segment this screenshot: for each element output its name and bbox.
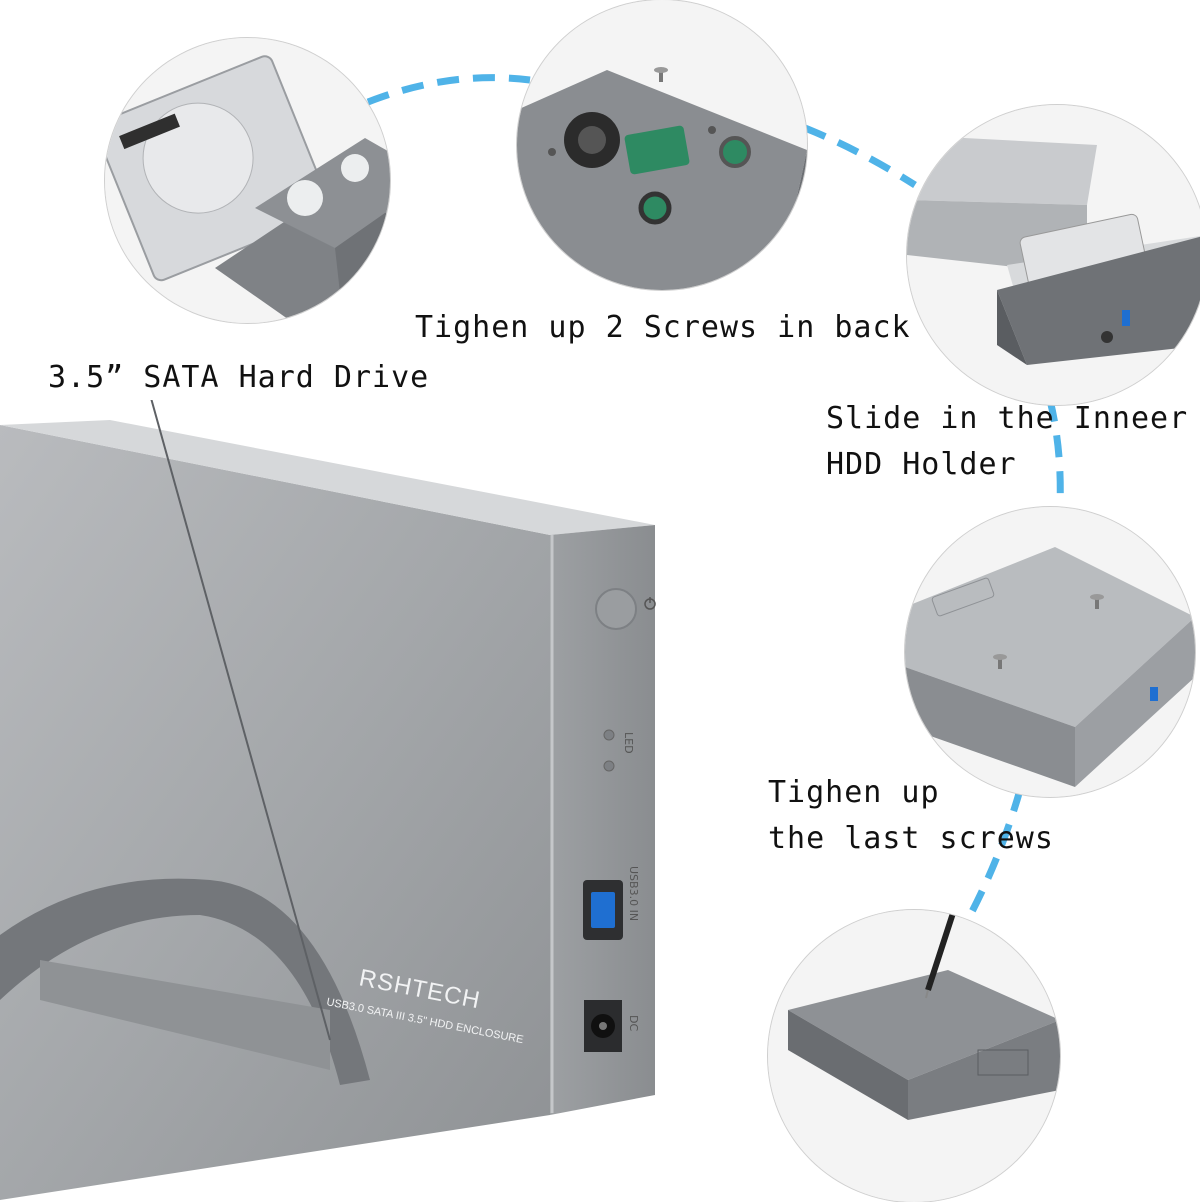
screw-icon [654, 67, 668, 82]
screw-icon [993, 654, 1007, 669]
step-3-caption-line-1: Slide in the Inneer [826, 401, 1189, 436]
step-2-caption: Tighen up 2 Screws in back [415, 310, 911, 345]
dc-label: DC [627, 1015, 640, 1031]
step-4-caption: Tighen up the last screws [768, 770, 1054, 862]
power-button [595, 588, 637, 630]
screw-icon [1090, 594, 1104, 609]
usb-label: USB3.0 IN [627, 866, 640, 921]
enclosure-hero-image: LED USB3.0 IN DC RSHTECH USB3.0 SATA III… [0, 400, 656, 1200]
step-2-screws-in-back-image [517, 0, 807, 290]
step-3-slide-in-holder-image [907, 105, 1200, 405]
step-1-drive-in-tray-image [105, 38, 390, 323]
step-3-caption: Slide in the Inneer HDD Holder [826, 396, 1188, 488]
led-label: LED [622, 732, 635, 754]
power-icon [644, 597, 656, 610]
connector-2-3 [803, 124, 917, 188]
step-5-finished-enclosure-image [768, 910, 1060, 1202]
led-indicator [603, 729, 615, 741]
led-indicator [603, 760, 615, 772]
connector-1-2 [366, 74, 531, 106]
step-3-caption-line-2: HDD Holder [826, 447, 1017, 482]
step-4-caption-line-2: the last screws [768, 821, 1054, 856]
step-4-top-screws-image [905, 507, 1195, 797]
step-1-caption: 3.5” SATA Hard Drive [48, 360, 430, 395]
step-4-caption-line-1: Tighen up [768, 775, 940, 810]
